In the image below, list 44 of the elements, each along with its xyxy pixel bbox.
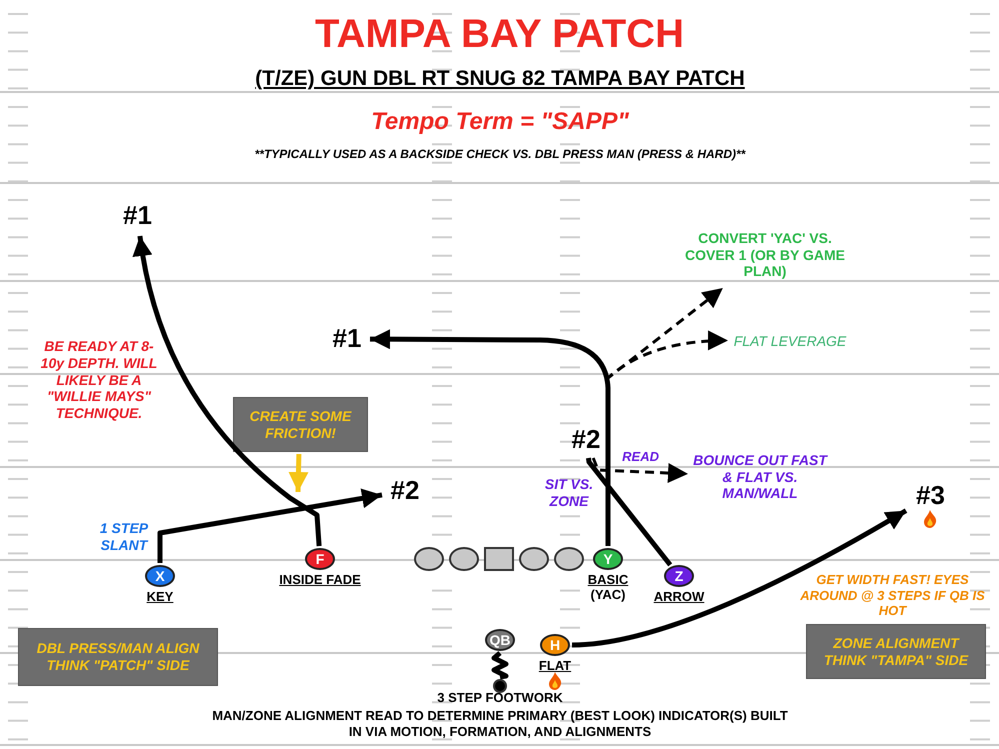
route-note: 1 STEP SLANT (98, 520, 150, 554)
note-text: **TYPICALLY USED AS A BACKSIDE CHECK VS. DBL PRESS MAN (PRESS & HARD)** (254, 147, 747, 162)
lineman-marker (519, 547, 549, 571)
route-arrow (572, 508, 908, 648)
route-arrow (158, 488, 382, 563)
footwork-note: 3 STEP FOOTWORK (436, 690, 564, 706)
callout-box: DBL PRESS/MAN ALIGN THINK "PATCH" SIDE (18, 628, 218, 686)
edge-label: READ (621, 448, 660, 465)
center-marker (484, 547, 514, 571)
route-target-label: #1 (326, 322, 368, 356)
route-note: BOUNCE OUT FAST & FLAT VS. MAN/WALL (690, 446, 830, 508)
position-label: INSIDE FADE (278, 572, 362, 587)
lineman-marker (414, 547, 444, 571)
player-marker: Z (664, 565, 694, 587)
tempo-term-text: Tempo Term = "SAPP" (370, 108, 630, 137)
title: TAMPA BAY PATCH (314, 11, 685, 58)
player-marker: X (145, 565, 175, 587)
footwork-end-dot (493, 679, 507, 693)
route-note: CONVERT 'YAC' VS. COVER 1 (OR BY GAME PLAN) (672, 224, 858, 286)
route-target-label: #1 (115, 198, 160, 234)
leader-arrow (288, 454, 308, 492)
lineman-marker (554, 547, 584, 571)
lineman-marker (449, 547, 479, 571)
route-arrow (133, 236, 322, 546)
position-label: BASIC (586, 572, 630, 587)
position-label: FLAT (538, 658, 572, 673)
position-label: KEY (146, 589, 174, 604)
route-target-label: #2 (384, 474, 426, 508)
heading: (T/ZE) GUN DBL RT SNUG 82 TAMPA BAY PATCH (254, 66, 746, 92)
route-target-label: #2 (566, 424, 606, 456)
footnote-text: MAN/ZONE ALIGNMENT READ TO DETERMINE PRIMARY (BEST LOOK) INDICATOR(S) BUILT IN VIA MOTION, FORMATION, AND ALIGNMENTS (211, 708, 789, 740)
coaching-note: GET WIDTH FAST! EYES AROUND @ 3 STEPS IF QB IS HOT (799, 572, 986, 619)
coaching-note: BE READY AT 8-10y DEPTH. WILL LIKELY BE A "WILLIE MAYS" TECHNIQUE. (40, 338, 158, 422)
route-target-label: #3 (908, 480, 953, 512)
route-arrow (370, 329, 610, 546)
callout-box: ZONE ALIGNMENT THINK "TAMPA" SIDE (806, 624, 986, 679)
player-marker: H (540, 634, 570, 656)
player-marker: Y (593, 548, 623, 570)
route-note: FLAT LEVERAGE (730, 330, 850, 352)
route-note: SIT VS. ZONE (544, 476, 594, 510)
dashed-route-arrow (592, 457, 688, 484)
player-marker: QB (485, 629, 515, 651)
callout-box: CREATE SOME FRICTION! (233, 397, 368, 452)
player-marker: F (305, 548, 335, 570)
